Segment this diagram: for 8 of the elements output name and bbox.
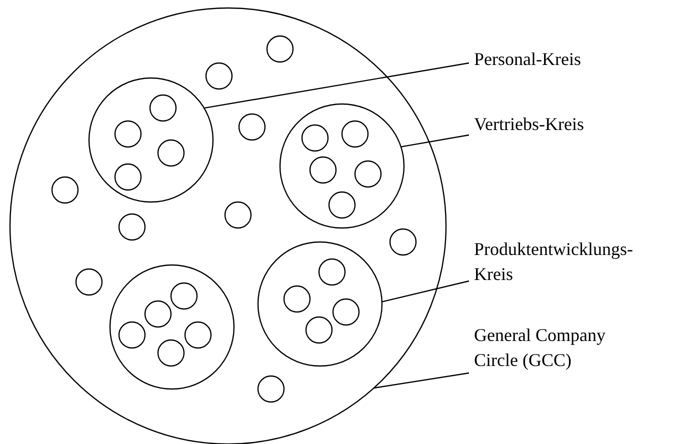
leader-line xyxy=(204,62,470,109)
leader-line xyxy=(382,280,470,302)
callout-label: General Company Circle (GCC) xyxy=(474,324,606,372)
callout-label: Vertriebs-Kreis xyxy=(474,113,585,136)
callout-label: Produktentwicklungs-Kreis xyxy=(474,238,634,286)
leader-line xyxy=(374,372,470,389)
leader-line xyxy=(400,134,470,148)
callout-label: Personal-Kreis xyxy=(474,48,582,71)
